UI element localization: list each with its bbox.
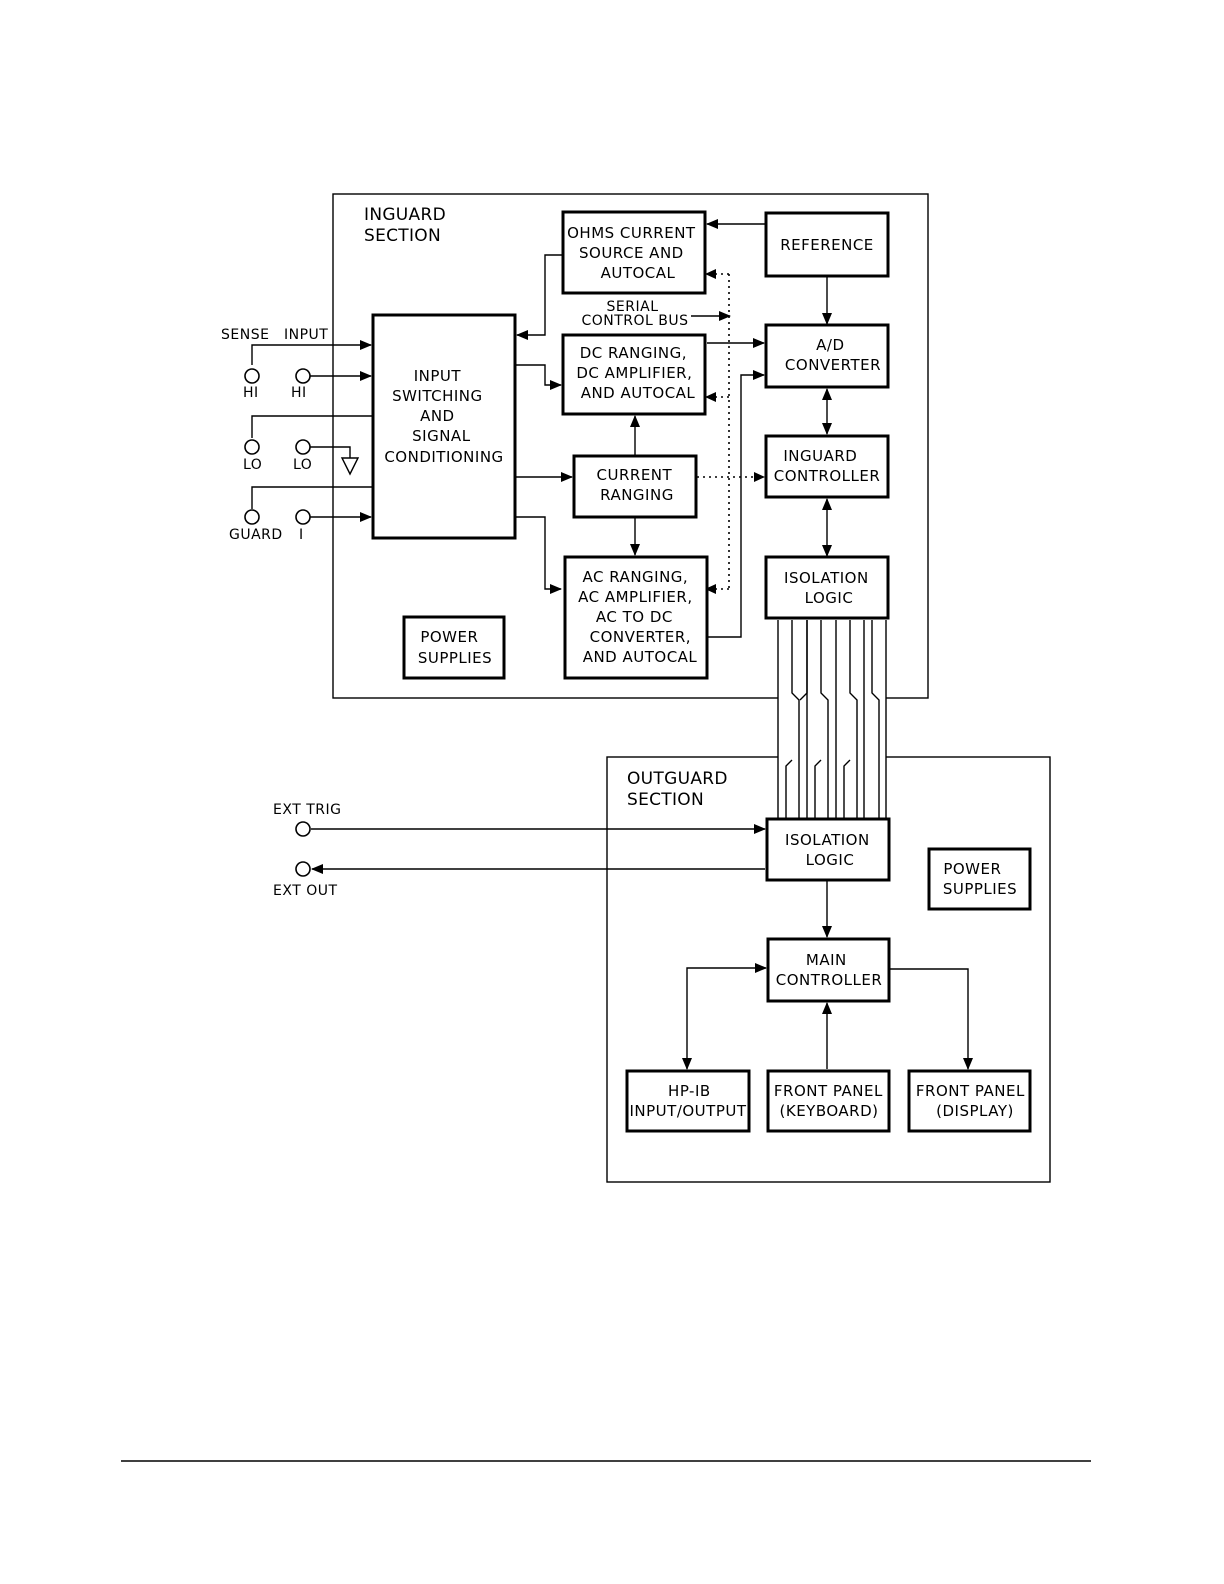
svg-text:HP-IB INPUT/OUTPUT: HP-IB INPUT/OUTPUT xyxy=(629,1082,746,1120)
ohms-current-source-block[interactable]: OHMS CURRENT SOURCE AND AUTOCAL xyxy=(561,210,707,295)
svg-text:INPUT SWITCHING AN: INPUT SWITCHING AND SIGNAL CONDITIONING xyxy=(384,367,503,466)
power-supplies-inguard-block[interactable]: POWER SUPPLIES xyxy=(402,615,506,680)
lo-sense-label: LO xyxy=(243,457,262,473)
hi-sense-label: HI xyxy=(243,385,259,401)
ad-converter-block[interactable]: A/D CONVERTER xyxy=(764,323,890,389)
isolation-logic-outguard-block[interactable]: ISOLATION LOGIC xyxy=(765,817,891,882)
hi-input-label: HI xyxy=(291,385,307,401)
serial-control-bus-label: SERIAL CONTROL BUS xyxy=(581,299,688,329)
sense-label: SENSE xyxy=(221,327,269,343)
reference-block[interactable]: REFERENCE xyxy=(764,211,890,278)
ext-out-terminal[interactable] xyxy=(295,861,311,877)
svg-text:OHMS CURRENT SOURCE AND: OHMS CURRENT SOURCE AND AUTOCAL xyxy=(567,224,701,282)
svg-text:REFERENCE: REFERENCE xyxy=(780,236,874,254)
front-panel-display-block[interactable]: FRONT PANEL (DISPLAY) xyxy=(907,1069,1032,1133)
input-switching-block[interactable]: INPUT SWITCHING AND SIGNAL CONDITIONING xyxy=(371,313,517,540)
ext-trig-label: EXT TRIG xyxy=(273,802,341,818)
power-supplies-outguard-block[interactable]: POWER SUPPLIES xyxy=(927,847,1032,911)
svg-text:POWER SUPPLIES: POWER SUPPLIES xyxy=(943,860,1017,898)
svg-text:ISOLATION LOGIC: ISOLATION LOGIC xyxy=(784,569,874,607)
input-lo-terminal[interactable] xyxy=(295,439,311,455)
guard-label: GUARD xyxy=(229,527,283,543)
svg-text:FRONT PANEL (DISPLAY): FRONT PANEL (DISPLAY) xyxy=(916,1082,1030,1120)
front-panel-keyboard-block[interactable]: FRONT PANEL (KEYBOARD) xyxy=(766,1069,891,1133)
svg-text:INGUARD CONTROLLER: INGUARD CONTROLLER xyxy=(774,447,881,485)
input-hi-terminal[interactable] xyxy=(295,368,311,384)
main-controller-block[interactable]: MAIN CONTROLLER xyxy=(766,937,891,1003)
ext-out-label: EXT OUT xyxy=(273,883,338,899)
svg-text:MAIN CONTROLLER: MAIN CONTROLLER xyxy=(776,951,883,989)
guard-terminal[interactable] xyxy=(244,509,260,525)
svg-text:DC RANGING, DC AMPLIFIER: DC RANGING, DC AMPLIFIER, AND AUTOCAL xyxy=(576,344,697,402)
ac-ranging-block[interactable]: AC RANGING, AC AMPLIFIER, AC TO DC CONVE… xyxy=(563,555,709,680)
inguard-controller-block[interactable]: INGUARD CONTROLLER xyxy=(764,434,890,499)
current-terminal[interactable] xyxy=(295,509,311,525)
connections xyxy=(251,219,973,1070)
current-terminal-label: I xyxy=(299,527,304,543)
svg-text:ISOLATION LOGIC: ISOLATION LOGIC xyxy=(785,831,875,869)
inguard-section-title: INGUARD SECTION xyxy=(364,205,452,246)
ext-trig-terminal[interactable] xyxy=(295,821,311,837)
svg-text:AC RANGING, AC AMPLIFIER: AC RANGING, AC AMPLIFIER, AC TO DC CONVE… xyxy=(578,568,698,666)
svg-text:A/D CONVERTER: A/D CONVERTER xyxy=(785,336,881,374)
outguard-section-title: OUTGUARD SECTION xyxy=(627,769,733,810)
isolation-logic-inguard-block[interactable]: ISOLATION LOGIC xyxy=(764,555,890,620)
hpib-io-block[interactable]: HP-IB INPUT/OUTPUT xyxy=(625,1069,751,1133)
current-ranging-block[interactable]: CURRENT RANGING xyxy=(572,454,698,519)
svg-text:FRONT PANEL (KEYBOARD): FRONT PANEL (KEYBOARD) xyxy=(774,1082,888,1120)
sense-hi-terminal[interactable] xyxy=(244,368,260,384)
input-label: INPUT xyxy=(284,327,328,343)
dc-ranging-block[interactable]: DC RANGING, DC AMPLIFIER, AND AUTOCAL xyxy=(561,333,707,416)
sense-lo-terminal[interactable] xyxy=(244,439,260,455)
lo-input-label: LO xyxy=(293,457,312,473)
svg-text:POWER SUPPLIES: POWER SUPPLIES xyxy=(418,628,492,667)
inguard-section-frame xyxy=(332,193,929,699)
svg-text:CURRENT RANGING: CURRENT RANGING xyxy=(597,466,678,504)
